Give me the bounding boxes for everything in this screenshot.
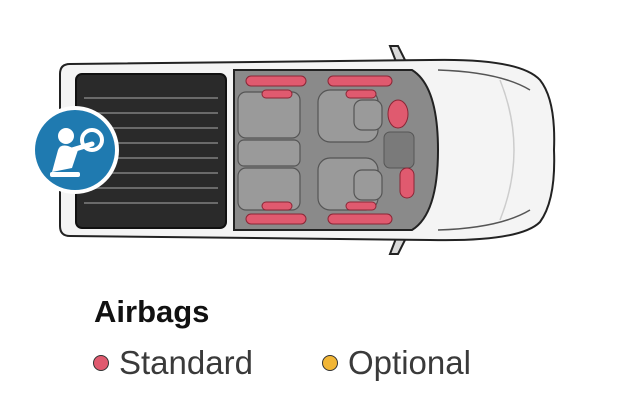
side-airbag-front-right (345, 201, 377, 211)
legend-swatch-standard (93, 355, 109, 371)
center-console (383, 131, 415, 169)
legend-item-standard: Standard (93, 344, 253, 382)
airbag-icon (50, 128, 104, 177)
hood-line-bottom (437, 209, 531, 231)
legend-label-standard: Standard (119, 344, 253, 381)
driver-airbag (387, 99, 409, 129)
curtain-airbag-front-right (327, 213, 393, 225)
bed-ribs (84, 97, 218, 204)
side-airbag-front-left (345, 89, 377, 99)
airbags-standard (245, 75, 415, 225)
rear-seat (237, 91, 301, 211)
truck-diagram (31, 45, 556, 255)
hood-crease (499, 79, 515, 221)
curtain-airbag-rear-right (245, 213, 307, 225)
legend-swatch-optional (322, 355, 338, 371)
hood-line-top (437, 69, 531, 91)
passenger-airbag (399, 167, 415, 199)
front-seat-right (317, 157, 383, 211)
curtain-airbag-front-left (327, 75, 393, 87)
airbag-badge (31, 106, 119, 194)
side-airbag-rear-right (261, 201, 293, 211)
legend-item-optional: Optional (322, 344, 471, 382)
legend-label-optional: Optional (348, 344, 471, 381)
legend-title: Airbags (94, 294, 210, 329)
curtain-airbag-rear-left (245, 75, 307, 87)
side-airbag-rear-left (261, 89, 293, 99)
front-seat-left (317, 89, 383, 143)
